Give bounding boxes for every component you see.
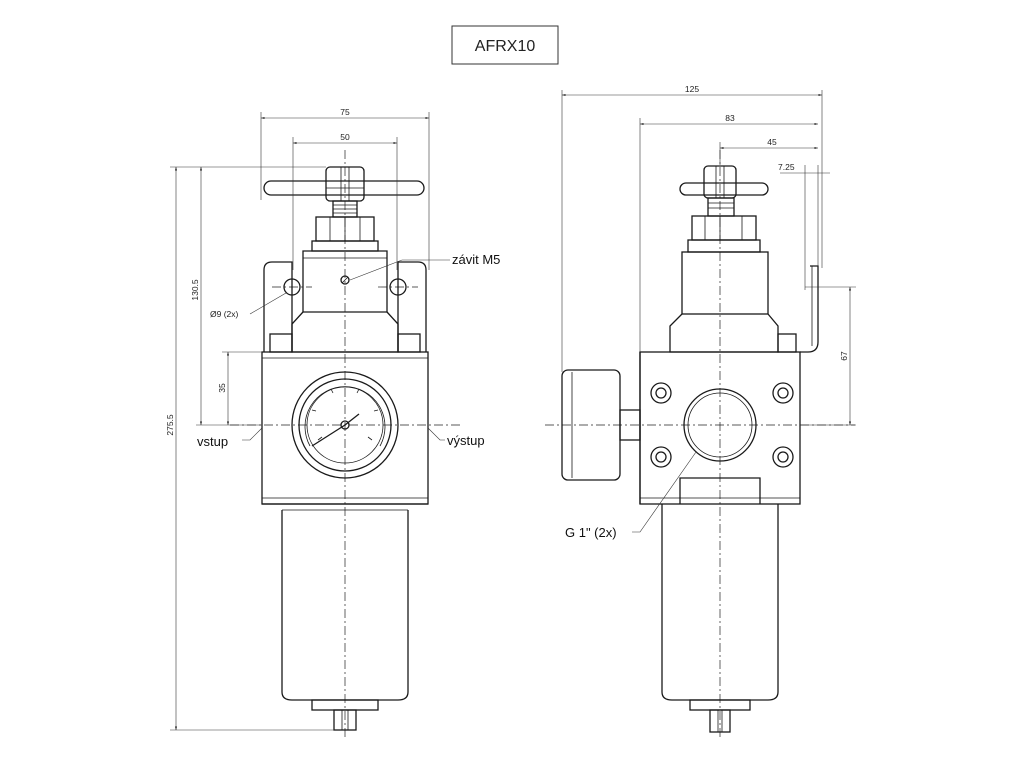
drawing-title: AFRX10 [475,38,536,55]
dim-50: 50 [340,132,350,142]
port-label: G 1" (2x) [565,525,617,540]
dim-75: 75 [340,107,350,117]
dim-275-5: 275.5 [165,414,175,436]
hole-callout: Ø9 (2x) [210,309,239,319]
outlet-label: výstup [447,433,485,448]
front-view: 75 50 275.5 130.5 35 Ø9 (2x) závit M5 vs… [165,107,500,740]
dim-67: 67 [839,351,849,361]
side-view: 125 83 45 7.25 67 G 1" (2x) [545,84,856,740]
title-box: AFRX10 [451,25,559,65]
t-handle [263,166,425,202]
thread-label: závit M5 [452,252,500,267]
inlet-label: vstup [197,434,228,449]
dim-83: 83 [725,113,735,123]
dim-125: 125 [685,84,699,94]
dim-45: 45 [767,137,777,147]
side-gauge [561,369,641,481]
filter-bowl [281,510,409,731]
dim-35: 35 [217,383,227,393]
pressure-gauge [291,371,399,479]
mounting-hole-left [283,278,301,296]
dim-7-25: 7.25 [778,162,795,172]
dim-130-5: 130.5 [190,279,200,301]
mounting-hole-right [389,278,407,296]
